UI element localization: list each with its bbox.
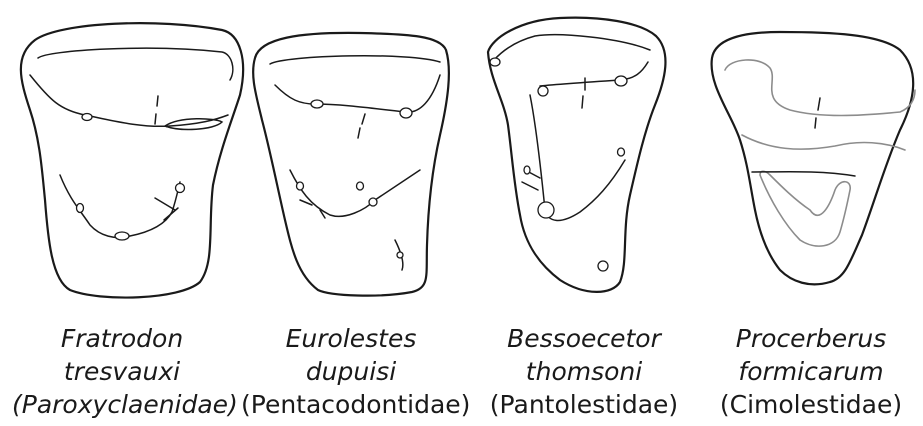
- tooth-drawing-fratrodon: [21, 23, 243, 297]
- species-label: dupuisi: [241, 355, 461, 388]
- family-label: (Pantolestidae): [474, 388, 694, 421]
- caption-bessoecetor: Bessoecetor thomsoni (Pantolestidae): [474, 322, 694, 421]
- family-label: (Pentacodontidae): [241, 388, 461, 421]
- family-label: (Paroxyclaenidae): [12, 388, 232, 421]
- genus-label: Bessoecetor: [474, 322, 694, 355]
- caption-fratrodon: Fratrodon tresvauxi (Paroxyclaenidae): [12, 322, 232, 421]
- genus-label: Eurolestes: [241, 322, 461, 355]
- species-label: tresvauxi: [12, 355, 232, 388]
- tooth-drawing-eurolestes: [253, 33, 449, 296]
- species-label: thomsoni: [474, 355, 694, 388]
- family-label: (Cimolestidae): [701, 388, 921, 421]
- tooth-drawing-procerberus: [712, 32, 915, 284]
- genus-label: Fratrodon: [12, 322, 232, 355]
- tooth-drawing-bessoecetor: [488, 18, 665, 292]
- caption-procerberus: Procerberus formicarum (Cimolestidae): [701, 322, 921, 421]
- caption-eurolestes: Eurolestes dupuisi (Pentacodontidae): [241, 322, 461, 421]
- species-label: formicarum: [701, 355, 921, 388]
- genus-label: Procerberus: [701, 322, 921, 355]
